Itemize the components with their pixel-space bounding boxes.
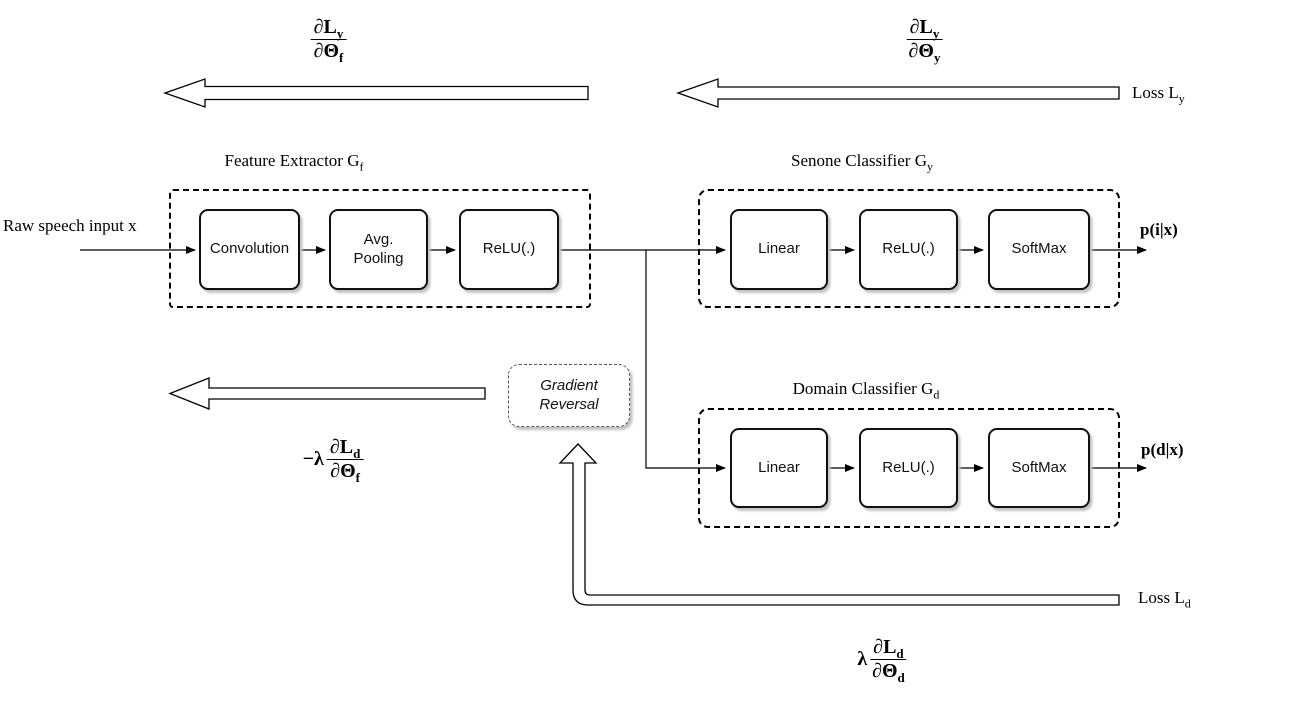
node-relu-senone: ReLU(.): [859, 209, 958, 290]
gradient-label-dly-dthetaf: ∂Ly ∂Θf: [308, 17, 347, 64]
feature-extractor-title: Feature Extractor Gf: [224, 151, 364, 174]
node-softmax-domain: SoftMax: [988, 428, 1090, 508]
domain-output-label: p(d|x): [1141, 440, 1184, 459]
gradient-label-lambda-dld-dthetad: λ ∂Ld ∂Θd: [857, 636, 907, 685]
feature-extractor-group-box: [169, 189, 591, 308]
backprop-arrow-ld-thetaf: [168, 377, 486, 410]
gradient-label-dly-dthetay: ∂Ly ∂Θy: [906, 16, 943, 65]
backprop-arrow-ly-thetaf: [163, 78, 589, 108]
backprop-arrow-ly-thetay: [676, 78, 1120, 108]
senone-output-label: p(i|x): [1140, 220, 1178, 239]
node-convolution: Convolution: [199, 209, 300, 290]
node-softmax-senone: SoftMax: [988, 209, 1090, 290]
node-gradient-reversal: Gradient Reversal: [508, 364, 630, 427]
domain-classifier-group-box: [698, 408, 1120, 528]
loss-d-label: Loss Ld: [1138, 588, 1191, 611]
domain-classifier-title: Domain Classifier Gd: [792, 379, 940, 402]
node-linear-senone: Linear: [730, 209, 828, 290]
node-relu-domain: ReLU(.): [859, 428, 958, 508]
node-linear-domain: Linear: [730, 428, 828, 508]
node-avg-pooling: Avg. Pooling: [329, 209, 428, 290]
loss-d-feedback-arrow: [558, 443, 1120, 606]
node-relu-feature: ReLU(.): [459, 209, 559, 290]
senone-classifier-group-box: [698, 189, 1120, 308]
senone-classifier-title: Senone Classifier Gy: [791, 151, 933, 174]
raw-speech-input-label: Raw speech input x: [3, 216, 137, 235]
gradient-label-neg-lambda-dld-dthetaf: −λ ∂Ld ∂Θf: [303, 437, 364, 484]
loss-y-label: Loss Ly: [1132, 83, 1185, 106]
